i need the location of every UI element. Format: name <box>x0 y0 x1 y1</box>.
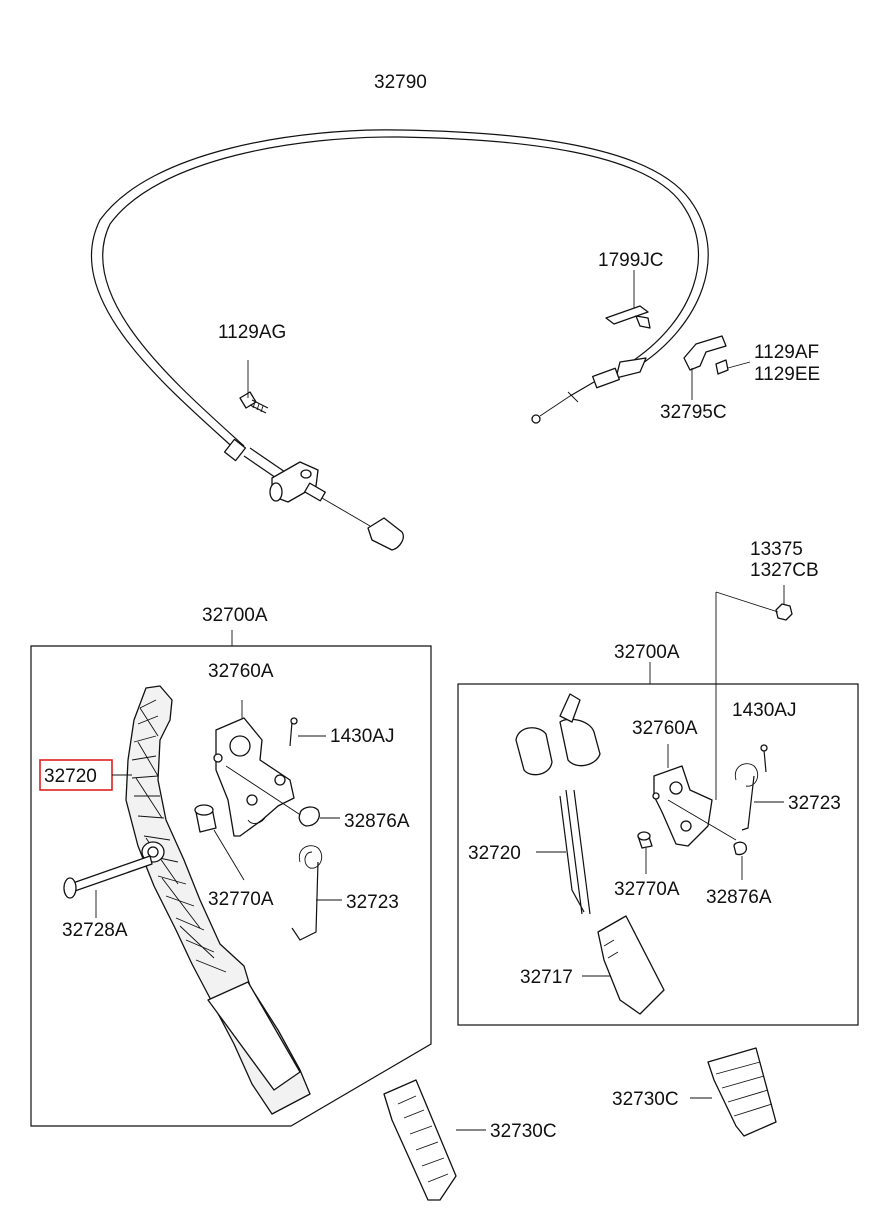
pin-1430aj-left <box>289 717 326 747</box>
nut-13375 <box>715 585 793 800</box>
label-pin-left: 1430AJ <box>330 726 394 747</box>
bushing-32770a-left <box>194 804 245 881</box>
shaft-32728a <box>63 855 153 918</box>
label-bracket: 32795C <box>660 402 727 423</box>
label-cable: 32790 <box>374 72 427 93</box>
spring-32723-right <box>734 763 784 831</box>
cover-32730c-right <box>690 1047 777 1137</box>
label-bracket-right: 32760A <box>632 718 698 739</box>
spring-32723-left <box>291 845 342 941</box>
label-clip: 1799JC <box>598 250 664 271</box>
label-shaft: 32728A <box>62 920 128 941</box>
label-cover-right: 32730C <box>612 1089 679 1110</box>
label-bracket-left: 32760A <box>208 661 274 682</box>
pad-32717 <box>582 915 665 1015</box>
bracket-32760a-right <box>652 744 737 847</box>
label-bolt-right-1: 1129AF <box>754 342 819 363</box>
label-stopper-right: 32876A <box>706 887 772 908</box>
bracket-32795c <box>683 335 751 400</box>
bracket-32760a-left <box>213 700 303 837</box>
label-bushing-left: 32770A <box>208 889 274 910</box>
label-cover-left: 32730C <box>490 1121 557 1142</box>
clip-1799jc <box>605 270 651 329</box>
stopper-32876a-left <box>298 806 340 827</box>
cover-32730c-left <box>383 1079 486 1201</box>
label-nut-2: 1327CB <box>750 560 819 581</box>
accelerator-cable-32790 <box>91 129 709 551</box>
label-pedal-arm-right: 32720 <box>468 843 521 864</box>
bushing-32770a-right <box>637 831 653 874</box>
label-assy-left: 32700A <box>202 605 268 626</box>
pedal-arm-right <box>515 693 601 915</box>
bolt-1129ag <box>239 360 269 414</box>
label-bolt-right-2: 1129EE <box>754 364 820 385</box>
label-spring-left: 32723 <box>346 892 399 913</box>
label-spring-right: 32723 <box>788 793 841 814</box>
label-pin-right: 1430AJ <box>732 700 796 721</box>
label-pedal-arm-left: 32720 <box>44 766 97 787</box>
label-bushing-right: 32770A <box>614 879 680 900</box>
stopper-32876a-right <box>733 841 748 880</box>
label-pad-right: 32717 <box>520 967 573 988</box>
pin-1430aj-right <box>760 744 768 773</box>
label-assy-right: 32700A <box>614 642 680 663</box>
label-bolt-left: 1129AG <box>218 322 286 343</box>
assembly-frame-right <box>457 683 859 1026</box>
label-nut-1: 13375 <box>750 539 803 560</box>
label-stopper-left: 32876A <box>344 811 410 832</box>
assembly-frame-left <box>30 645 432 1127</box>
